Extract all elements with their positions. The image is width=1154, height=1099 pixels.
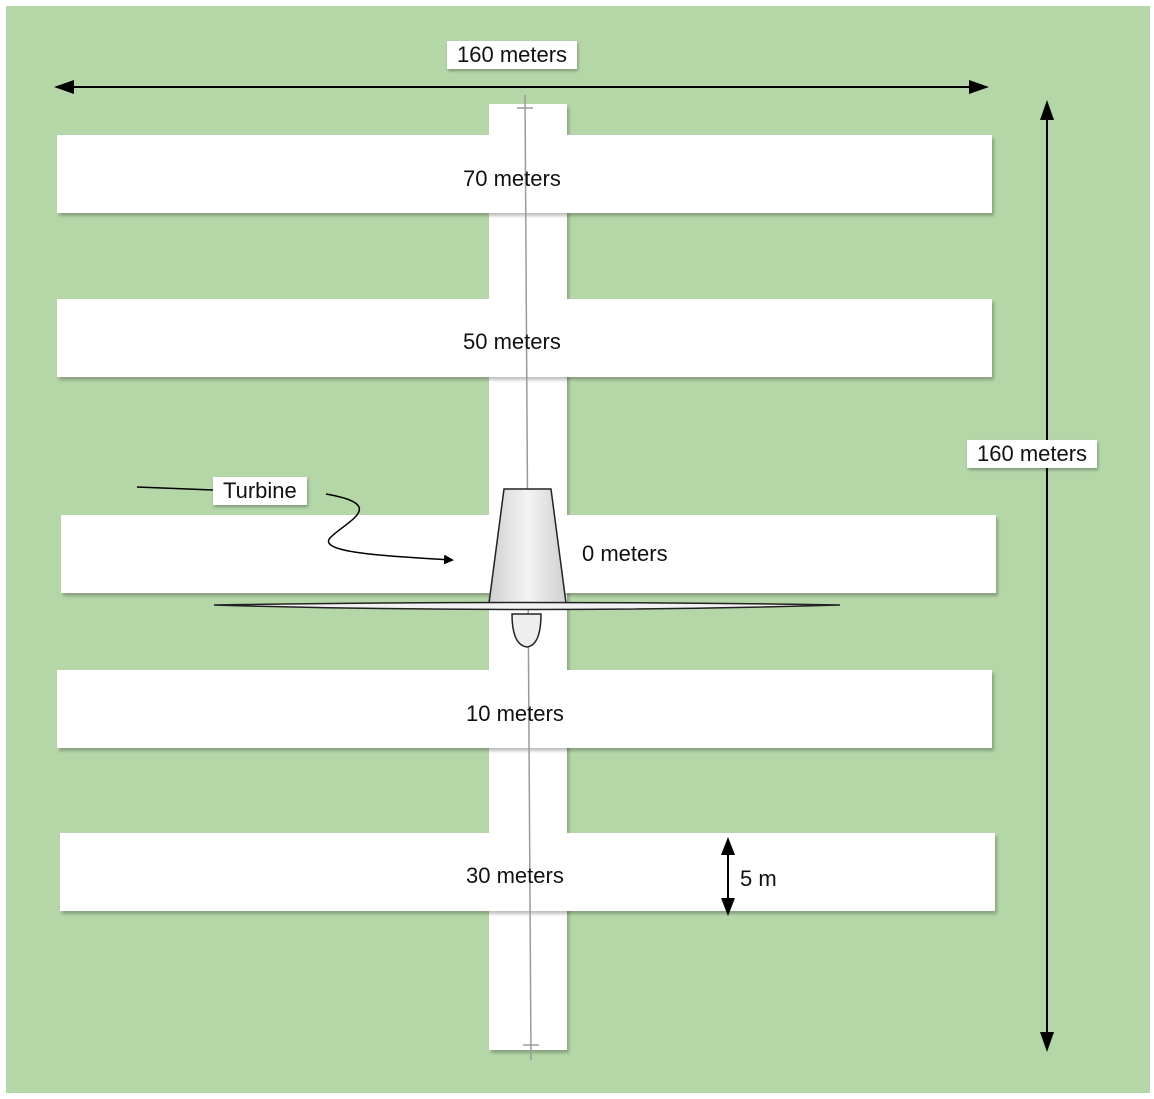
band-label-50m: 50 meters xyxy=(463,329,561,354)
band-label-0m: 0 meters xyxy=(582,541,668,566)
turbine-blade xyxy=(213,601,841,611)
turbine-tower xyxy=(488,488,567,604)
band-70m xyxy=(57,135,992,213)
band-label-10m: 10 meters xyxy=(466,701,564,726)
band-10m xyxy=(57,670,992,748)
band-label-30m: 30 meters xyxy=(466,863,564,888)
height-label: 160 meters xyxy=(967,440,1098,468)
width-label: 160 meters xyxy=(447,41,578,69)
band-height-label: 5 m xyxy=(740,866,777,891)
band-30m xyxy=(60,833,995,911)
band-50m xyxy=(57,299,992,377)
turbine-pointer xyxy=(325,493,454,565)
band-label-70m: 70 meters xyxy=(463,166,561,191)
turbine-label: Turbine xyxy=(213,477,307,505)
turbine-hub xyxy=(511,613,542,648)
